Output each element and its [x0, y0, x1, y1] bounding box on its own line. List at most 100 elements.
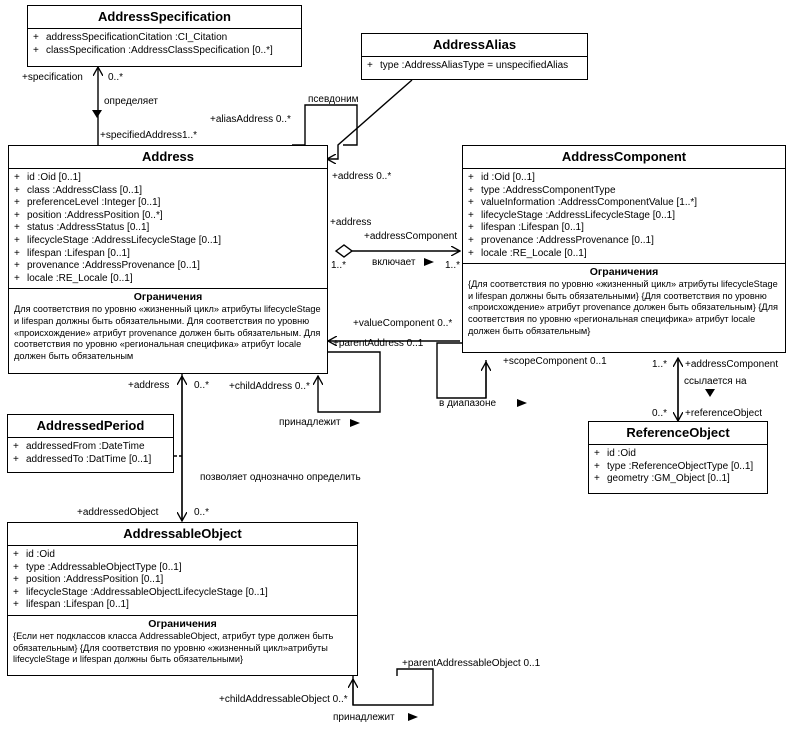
constraints-text: {Если нет подклассов класса AddressableO… [13, 630, 334, 665]
visibility: + [13, 586, 19, 598]
attribute: + id :Oid [594, 448, 762, 461]
attribute: + lifecycleStage :AddressLifecycleStage [… [14, 235, 322, 248]
attribute: +addressedTo :DatTime [0..1] [13, 454, 168, 467]
visibility: + [14, 222, 20, 234]
attribute-list: +id :Oid [0..1] + class :AddressClass [0.… [9, 169, 327, 288]
label-addressed-object-mult: 0..* [194, 507, 210, 518]
label-scope-component: +scopeComponent 0..1 [503, 356, 607, 367]
label-mult-left: 1..* [331, 260, 347, 271]
attribute: +status :AddressStatus [0..1] [14, 222, 322, 235]
attribute-text: provenance :AddressProvenance [0..1] [27, 260, 200, 272]
aggregation-diamond [334, 244, 354, 258]
attribute-text: classSpecification :AddressClassSpecific… [46, 44, 273, 56]
label-address-component-ref: +addressComponent [685, 359, 779, 370]
constraints-title: Ограничения [133, 291, 203, 304]
constraints-section: Ограничения Для соответствия по уровню «… [9, 288, 327, 365]
attribute-text: lifespan :Lifespan [0..1] [27, 247, 130, 259]
visibility: + [14, 172, 20, 183]
visibility: + [13, 549, 19, 560]
attribute: + classSpecification :AddressClassSpecifi… [33, 45, 296, 58]
attribute-text: geometry :GM_Object [0..1] [607, 473, 730, 485]
attribute-list: +addressSpecificationCitation :CI_Citati… [28, 29, 301, 60]
visibility: + [14, 272, 20, 284]
attribute: +valueInformation :AddressComponentValue… [468, 197, 780, 210]
attribute: +id :Oid [0..1] [14, 172, 322, 185]
visibility: + [468, 184, 474, 196]
attribute-text: locale :RE_Locale [0..1] [481, 247, 587, 259]
label-ref-mult-bottom: 0..* [652, 408, 668, 419]
visibility: + [468, 234, 474, 246]
attribute: + type :AddressableObjectType [0..1] [13, 562, 352, 575]
label-refers-to: ссылается на [684, 376, 747, 387]
label-address-component-role: +addressComponent [364, 231, 458, 242]
attribute: + lifespan :Lifespan [0..1] [14, 248, 322, 261]
belongs2-direction-icon [408, 713, 418, 721]
attribute-text: id :Oid [607, 448, 636, 459]
attribute: +lifespan :Lifespan [0..1] [468, 222, 780, 235]
attribute: +position :AddressPosition [0..*] [14, 210, 322, 223]
attribute: + provenance :AddressProvenance [0..1] [468, 235, 780, 248]
constraints-text: {Для соответствия по уровню «жизненный ц… [468, 279, 778, 336]
attribute: + position :AddressPosition [0..1] [13, 574, 352, 587]
visibility: + [13, 574, 19, 586]
attribute-text: lifespan :Lifespan [0..1] [481, 222, 584, 234]
visibility: + [13, 453, 19, 465]
defines-direction-icon [92, 110, 102, 118]
visibility: + [33, 32, 39, 43]
attribute: +type :ReferenceObjectType [0..1] [594, 461, 762, 474]
attribute: + id :Oid [13, 549, 352, 562]
attribute: +addressedFrom :DateTime [13, 441, 168, 454]
attribute-text: lifecycleStage :AddressLifecycleStage [0… [27, 234, 221, 246]
label-specification: +specification [22, 72, 83, 83]
attribute-text: provenance :AddressProvenance [0..1] [481, 234, 654, 246]
class-name: AddressComponent [463, 146, 785, 169]
label-addressed-object: +addressedObject [77, 507, 159, 518]
attribute-list: + id :Oid + type :AddressableObjectType [0… [8, 546, 357, 615]
visibility: + [33, 44, 39, 56]
attribute-text: type :AddressAliasType = unspecifiedAlia… [380, 60, 569, 71]
visibility: + [13, 561, 19, 573]
attribute-text: type :ReferenceObjectType [0..1] [607, 460, 754, 472]
refers-direction-icon [705, 389, 715, 397]
label-defines: определяет [104, 96, 159, 107]
class-name: Address [9, 146, 327, 169]
attribute: +lifespan :Lifespan [0..1] [13, 599, 352, 612]
label-includes: включает [372, 257, 416, 268]
addressable-self-loop [352, 668, 434, 706]
label-reference-object-role: +referenceObject [685, 408, 762, 419]
attribute: +addressSpecificationCitation :CI_Citati… [33, 32, 296, 45]
attribute: +id :Oid [0..1] [468, 172, 780, 185]
label-parent-addressable: +parentAddressableObject 0..1 [402, 658, 541, 669]
label-address-role: +address [330, 217, 372, 228]
visibility: + [14, 260, 20, 272]
label-pseudonym: псевдоним [308, 94, 359, 105]
attribute-list: +addressedFrom :DateTime +addressedTo :D… [8, 438, 173, 469]
constraints-title: Ограничения [148, 617, 217, 630]
attribute-list: +id :Oid +type :ReferenceObjectType [0..… [589, 445, 767, 489]
label-value-component: +valueComponent 0..* [353, 318, 453, 329]
attribute: + type :AddressComponentType [468, 185, 780, 198]
attribute-text: class :AddressClass [0..1] [27, 184, 143, 196]
attribute: +lifecycleStage :AddressableObjectLifecy… [13, 587, 352, 600]
label-alias-address: +aliasAddress 0..* [210, 114, 291, 125]
class-address-component: AddressComponent +id :Oid [0..1] + type :… [462, 145, 786, 353]
class-name: AddressSpecification [28, 6, 301, 29]
attribute-text: type :AddressComponentType [481, 184, 616, 196]
visibility: + [594, 448, 600, 459]
attribute-text: type :AddressableObjectType [0..1] [26, 561, 182, 573]
visibility: + [14, 234, 20, 246]
attribute-text: locale :RE_Locale [0..1] [27, 272, 133, 284]
attribute-text: id :Oid [26, 549, 55, 560]
constraints-text: Для соответствия по уровню «жизненный ци… [14, 304, 321, 361]
label-specified-address: +specifiedAddress1..* [100, 130, 198, 141]
visibility: + [594, 473, 600, 485]
attribute-list: +id :Oid [0..1] + type :AddressComponentT… [463, 169, 785, 263]
class-addressed-period: AddressedPeriod +addressedFrom :DateTime… [7, 414, 174, 473]
visibility: + [14, 247, 20, 259]
visibility: + [468, 209, 474, 221]
parent-address-loop [318, 351, 381, 413]
attribute-list: +type :AddressAliasType = unspecifiedAli… [362, 57, 587, 76]
attribute-text: position :AddressPosition [0..1] [26, 574, 164, 586]
